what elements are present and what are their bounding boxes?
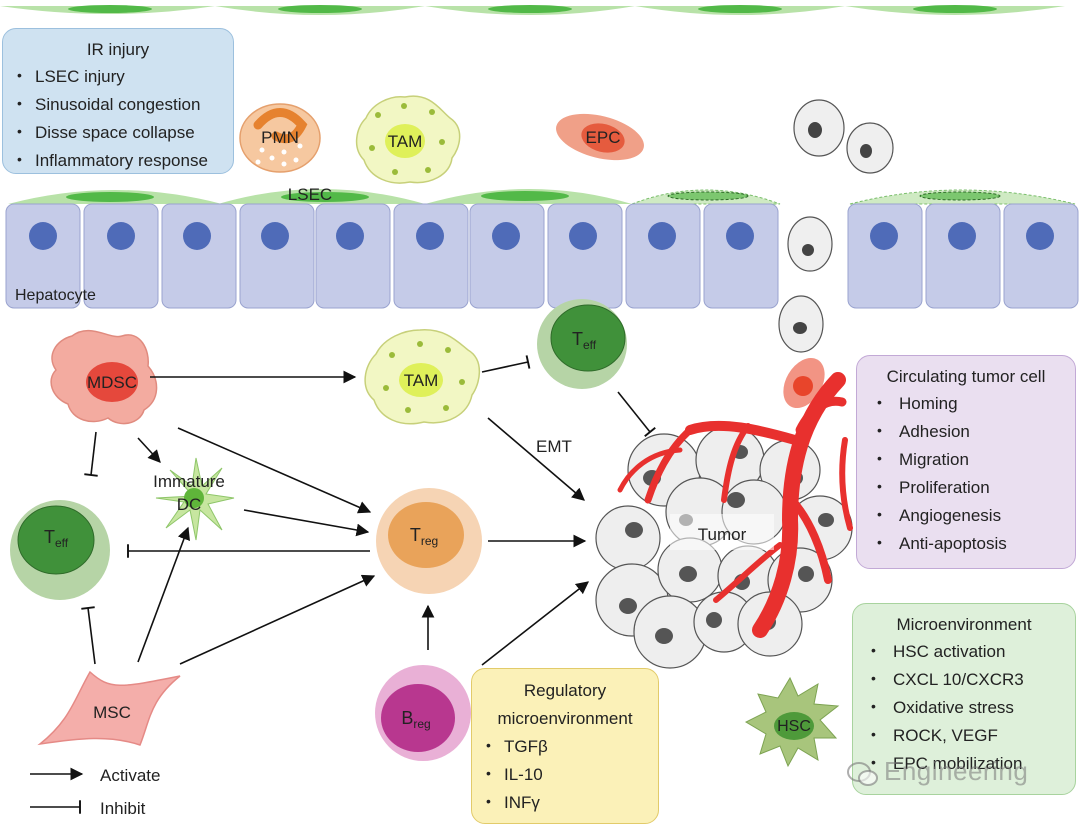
tam-top-cell <box>355 95 461 184</box>
list-item: HSC activation <box>863 636 1065 666</box>
emt-label: EMT <box>536 437 572 456</box>
arrow-mdsc-treg <box>177 427 372 514</box>
list-item: LSEC injury <box>13 61 223 91</box>
list-item: INFγ <box>482 787 648 817</box>
msc-cell <box>37 670 181 746</box>
ir-injury-box: IR injury LSEC injury Sinusoidal congest… <box>2 28 234 174</box>
pmn-label: PMN <box>261 128 299 147</box>
msc-label: MSC <box>93 703 131 722</box>
inhibit-tam-teff <box>481 355 531 373</box>
ir-injury-list: LSEC injury Sinusoidal congestion Disse … <box>13 61 223 175</box>
arrow-msc-dc <box>137 526 190 663</box>
immature-dc-cell <box>155 457 235 541</box>
arrow-mdsc-dc <box>137 437 161 463</box>
circulating-tumor-cell-box: Circulating tumor cell Homing Adhesion M… <box>856 355 1076 569</box>
inhibit-teff-tumor <box>617 391 656 437</box>
microenvironment-box: Microenvironment HSC activation CXCL 10/… <box>852 603 1076 795</box>
list-item: TGFβ <box>482 731 648 761</box>
epc-cell <box>556 113 644 161</box>
tam-mid-cell <box>364 329 481 425</box>
hsc-label: HSC <box>777 718 811 735</box>
regulatory-microenvironment-box: Regulatory microenvironment TGFβ IL-10 I… <box>471 668 659 824</box>
legend-inhibit-label: Inhibit <box>100 799 146 818</box>
regulatory-title-line2: microenvironment <box>497 709 633 728</box>
regulatory-list: TGFβ IL-10 INFγ <box>482 731 648 817</box>
list-item: ROCK, VEGF <box>863 720 1065 750</box>
list-item: Proliferation <box>867 472 1065 502</box>
ctc-list: Homing Adhesion Migration Proliferation … <box>867 388 1065 558</box>
treg-label: Treg <box>410 525 438 548</box>
top-lsec-strip <box>0 5 1065 15</box>
breg-label: Breg <box>401 708 430 731</box>
list-item: Angiogenesis <box>867 500 1065 530</box>
pmn-cell <box>239 103 321 173</box>
teff-left-cell <box>10 500 110 600</box>
mdsc-label: MDSC <box>87 373 137 392</box>
list-item: Migration <box>867 444 1065 474</box>
migrating-tumor-cells <box>778 99 894 409</box>
tumor-vessels <box>617 372 853 638</box>
interaction-lines <box>30 355 656 814</box>
tumor-label: Tumor <box>698 525 747 544</box>
hepatocyte-row <box>5 203 1079 309</box>
lsec-label: LSEC <box>288 185 332 204</box>
list-item: Sinusoidal congestion <box>13 89 223 119</box>
hepatocyte-label: Hepatocyte <box>15 287 96 304</box>
epc-label: EPC <box>586 128 621 147</box>
arrow-breg-tumor <box>481 581 590 666</box>
regulatory-title-line1: Regulatory <box>523 681 607 700</box>
immature-dc-label-line1: Immature <box>153 472 225 491</box>
microenvironment-title: Microenvironment <box>896 615 1032 634</box>
breg-cell <box>375 665 471 761</box>
tam-top-label: TAM <box>388 132 423 151</box>
list-item: IL-10 <box>482 759 648 789</box>
list-item: Adhesion <box>867 416 1065 446</box>
microenvironment-list: HSC activation CXCL 10/CXCR3 Oxidative s… <box>863 636 1065 778</box>
inhibit-mdsc-teff <box>84 431 98 477</box>
arrow-msc-treg <box>179 574 376 665</box>
lsec-layer <box>8 189 1076 205</box>
list-item: Oxidative stress <box>863 692 1065 722</box>
teff-left-label: Teff <box>44 527 69 550</box>
list-item: EPC mobilization <box>863 748 1065 778</box>
list-item: Disse space collapse <box>13 117 223 147</box>
tam-mid-label: TAM <box>404 371 439 390</box>
arrow-tam-tumor <box>487 417 585 501</box>
list-item: CXCL 10/CXCR3 <box>863 664 1065 694</box>
list-item: Anti-apoptosis <box>867 528 1065 558</box>
immature-dc-label-line2: DC <box>177 495 202 514</box>
hsc-cell <box>744 676 840 768</box>
mdsc-cell <box>50 329 158 425</box>
ctc-title: Circulating tumor cell <box>886 367 1046 386</box>
treg-cell <box>376 488 482 594</box>
watermark: Engineering <box>884 756 1029 786</box>
ir-injury-title: IR injury <box>86 40 150 59</box>
legend-activate-label: Activate <box>100 766 160 785</box>
tumor-label-bg <box>670 514 774 550</box>
arrow-dc-treg <box>243 509 370 537</box>
list-item: Homing <box>867 388 1065 418</box>
wechat-logo-icon <box>847 762 878 786</box>
teff-top-label: Teff <box>572 329 597 352</box>
inhibit-msc-teff <box>81 606 96 665</box>
list-item: Inflammatory response <box>13 145 223 175</box>
teff-top-cell <box>537 299 627 389</box>
